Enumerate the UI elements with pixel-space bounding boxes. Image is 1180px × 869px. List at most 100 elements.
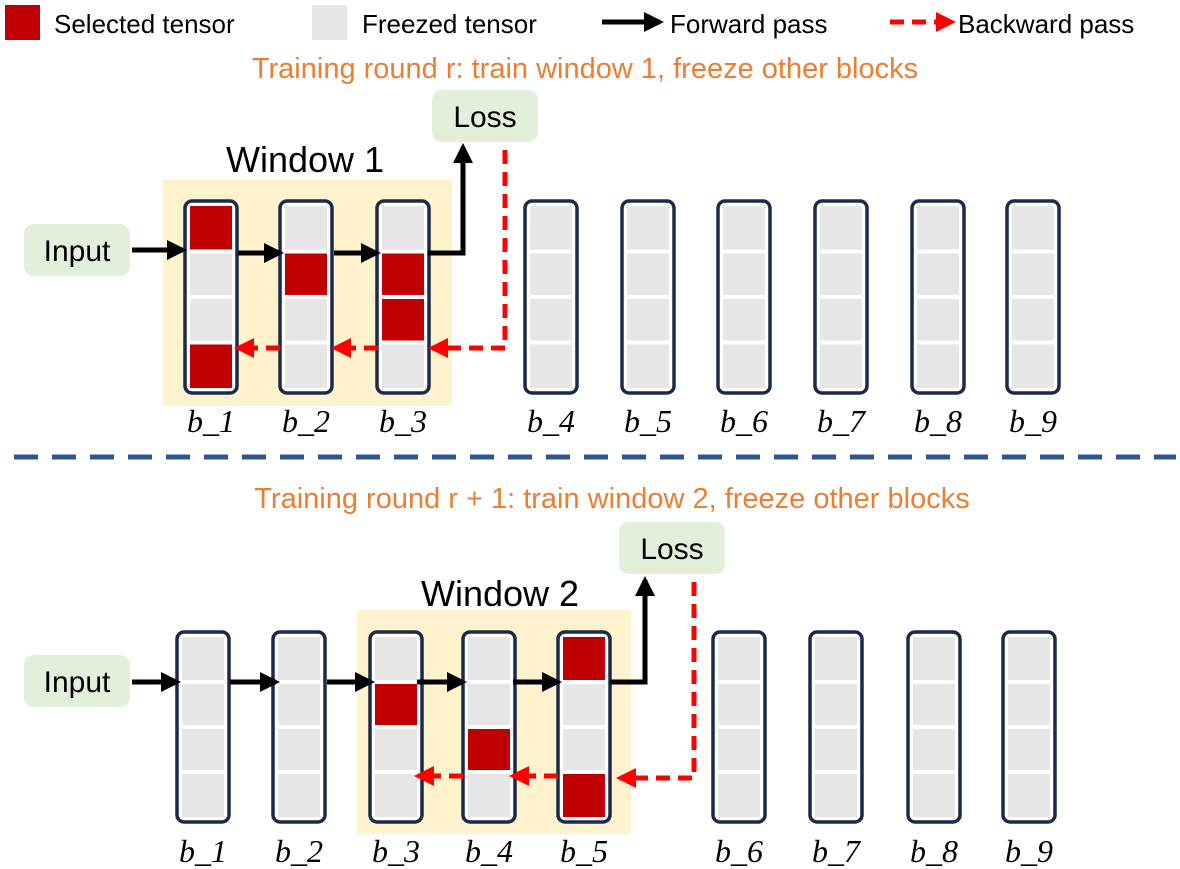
freezed-tensor: [285, 299, 327, 341]
block-label: b_7: [817, 403, 867, 439]
backward-arrow-from-loss: [616, 582, 697, 788]
freezed-tensor: [1012, 344, 1054, 388]
round-1-forward-pass: [132, 143, 473, 263]
round-1-title: Training round r: train window 1, freeze…: [252, 53, 918, 85]
freezed-tensor: [182, 729, 224, 770]
freezed-tensor: [190, 299, 232, 341]
loss-box: [619, 522, 725, 574]
freezed-tensor: [815, 729, 857, 770]
block-b3: b_3: [368, 630, 424, 869]
selected-tensor: [563, 774, 605, 817]
block-label: b_5: [560, 833, 608, 869]
freezed-tensor: [278, 637, 320, 680]
block-label: b_8: [910, 833, 958, 869]
freezed-tensor: [182, 684, 224, 725]
freezed-tensor: [530, 253, 572, 295]
freezed-tensor: [917, 253, 959, 295]
block-label: b_2: [275, 833, 323, 869]
freezed-tensor: [820, 253, 862, 295]
selected-tensor-swatch: [5, 5, 40, 40]
loss-box: [432, 90, 538, 142]
block-b9: b_9: [1001, 630, 1057, 869]
freezed-tensor: [627, 299, 669, 341]
block-b1: b_1: [183, 199, 239, 439]
round-2-backward-pass: [414, 582, 697, 788]
freezed-tensor: [718, 637, 760, 680]
freezed-tensor: [375, 774, 417, 817]
block-b5: b_5: [556, 630, 612, 869]
block-label: b_3: [379, 403, 427, 439]
loss-label: Loss: [453, 101, 516, 134]
legend-forward-label: Forward pass: [670, 9, 828, 39]
freezed-tensor: [1012, 253, 1054, 295]
block-b6: b_6: [716, 199, 772, 439]
loss-label: Loss: [640, 533, 703, 566]
freezed-tensor: [815, 637, 857, 680]
freezed-tensor: [530, 206, 572, 250]
selected-tensor: [285, 253, 327, 295]
freezed-tensor: [382, 344, 424, 388]
block-label: b_6: [715, 833, 763, 869]
round-1-backward-pass: [234, 150, 508, 358]
freezed-tensor: [375, 729, 417, 770]
freezed-tensor: [718, 684, 760, 725]
freezed-tensor: [190, 253, 232, 295]
freezed-tensor: [917, 299, 959, 341]
input-label: Input: [44, 235, 111, 268]
block-b1: b_1: [175, 630, 231, 869]
freezed-tensor: [627, 344, 669, 388]
window-1-label: Window 1: [226, 139, 384, 180]
freezed-tensor: [723, 299, 765, 341]
selected-tensor: [190, 206, 232, 250]
block-label: b_1: [179, 833, 227, 869]
block-b2: b_2: [278, 199, 334, 439]
backward-arrow-from-loss: [428, 150, 508, 358]
block-label: b_6: [720, 403, 768, 439]
selected-tensor: [382, 253, 424, 295]
block-label: b_9: [1009, 403, 1057, 439]
input-box: [24, 655, 130, 707]
round-2-forward-pass: [132, 576, 655, 692]
round-2: Training round r + 1: train window 2, fr…: [24, 483, 1057, 869]
freezed-tensor: [1012, 299, 1054, 341]
selected-tensor: [468, 729, 510, 770]
block-label: b_5: [624, 403, 672, 439]
freezed-tensor: [1008, 729, 1050, 770]
round-2-title: Training round r + 1: train window 2, fr…: [254, 483, 969, 515]
selected-tensor: [563, 637, 605, 680]
freezed-tensor: [917, 206, 959, 250]
freezed-tensor: [1008, 637, 1050, 680]
freezed-tensor: [627, 253, 669, 295]
freezed-tensor: [723, 206, 765, 250]
freezed-tensor: [530, 299, 572, 341]
input-box: [24, 224, 130, 276]
freezed-tensor: [917, 344, 959, 388]
freezed-tensor: [375, 637, 417, 680]
block-b7: b_7: [813, 199, 869, 439]
legend-backward-label: Backward pass: [958, 9, 1134, 39]
freezed-tensor: [1008, 774, 1050, 817]
selected-tensor: [190, 344, 232, 388]
freezed-tensor: [913, 729, 955, 770]
block-label: b_7: [812, 833, 862, 869]
block-label: b_1: [187, 403, 235, 439]
freezed-tensor: [718, 729, 760, 770]
freezed-tensor: [382, 206, 424, 250]
block-b8: b_8: [906, 630, 962, 869]
freezed-tensor: [1012, 206, 1054, 250]
freezed-tensor: [815, 774, 857, 817]
block-b6: b_6: [711, 630, 767, 869]
freezed-tensor: [278, 774, 320, 817]
round-2-blocks: b_1 b_2 b_3 b_4 b_5 b_6 b_7 b_8 b_9: [175, 630, 1057, 869]
block-b4: b_4: [461, 630, 517, 869]
freezed-tensor: [563, 729, 605, 770]
block-b2: b_2: [271, 630, 327, 869]
freezed-tensor: [468, 637, 510, 680]
block-label: b_3: [372, 833, 420, 869]
freezed-tensor: [913, 637, 955, 680]
forward-arrow-to-loss: [428, 143, 473, 256]
freezed-tensor: [530, 344, 572, 388]
round-1: Training round r: train window 1, freeze…: [24, 53, 1061, 439]
freezed-tensor: [913, 774, 955, 817]
